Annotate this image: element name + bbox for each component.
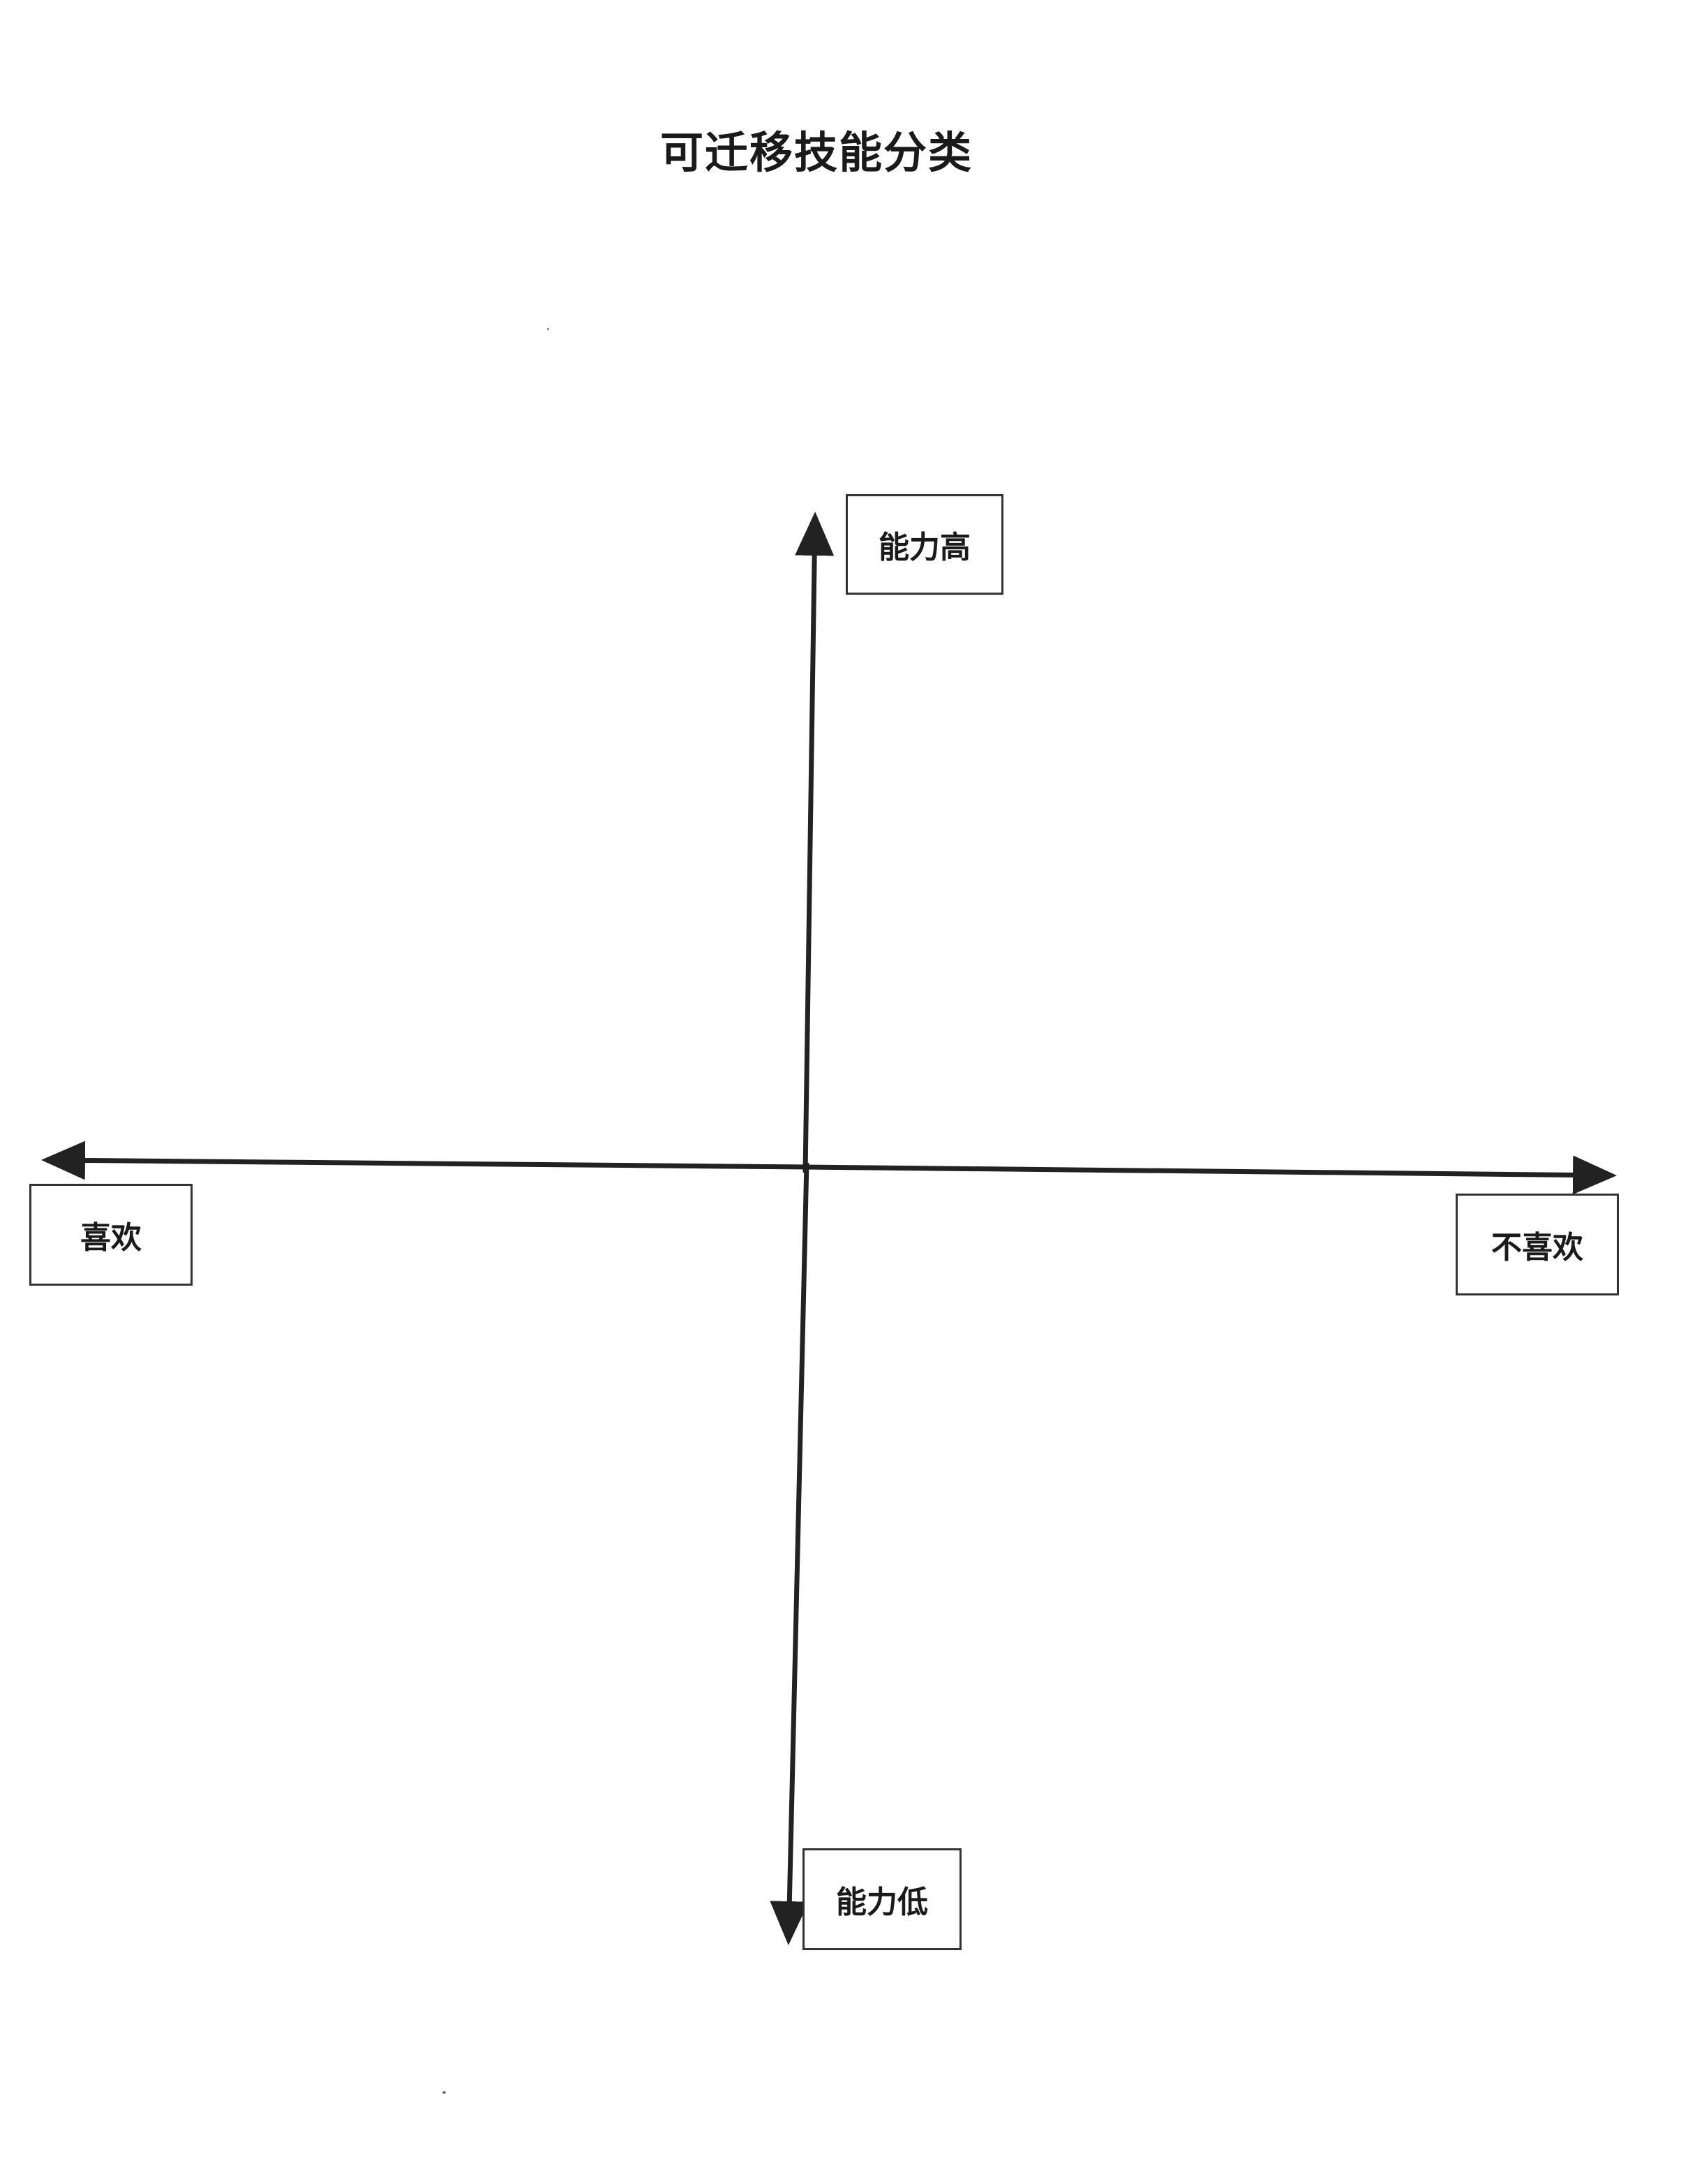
vertical-axis-down [770,1162,809,1945]
horizontal-axis-right [802,1155,1617,1195]
label-high-ability: 能力高 [846,494,1003,595]
vertical-axis-up [795,512,835,1173]
horizontal-axis-left [41,1141,809,1180]
label-dislike: 不喜欢 [1456,1194,1619,1295]
diagram-title: 可迁移技能分类 [659,127,973,178]
label-like: 喜欢 [29,1184,193,1286]
scan-speck [442,2091,446,2094]
label-low-ability: 能力低 [802,1848,962,1950]
scan-speck [547,328,549,330]
